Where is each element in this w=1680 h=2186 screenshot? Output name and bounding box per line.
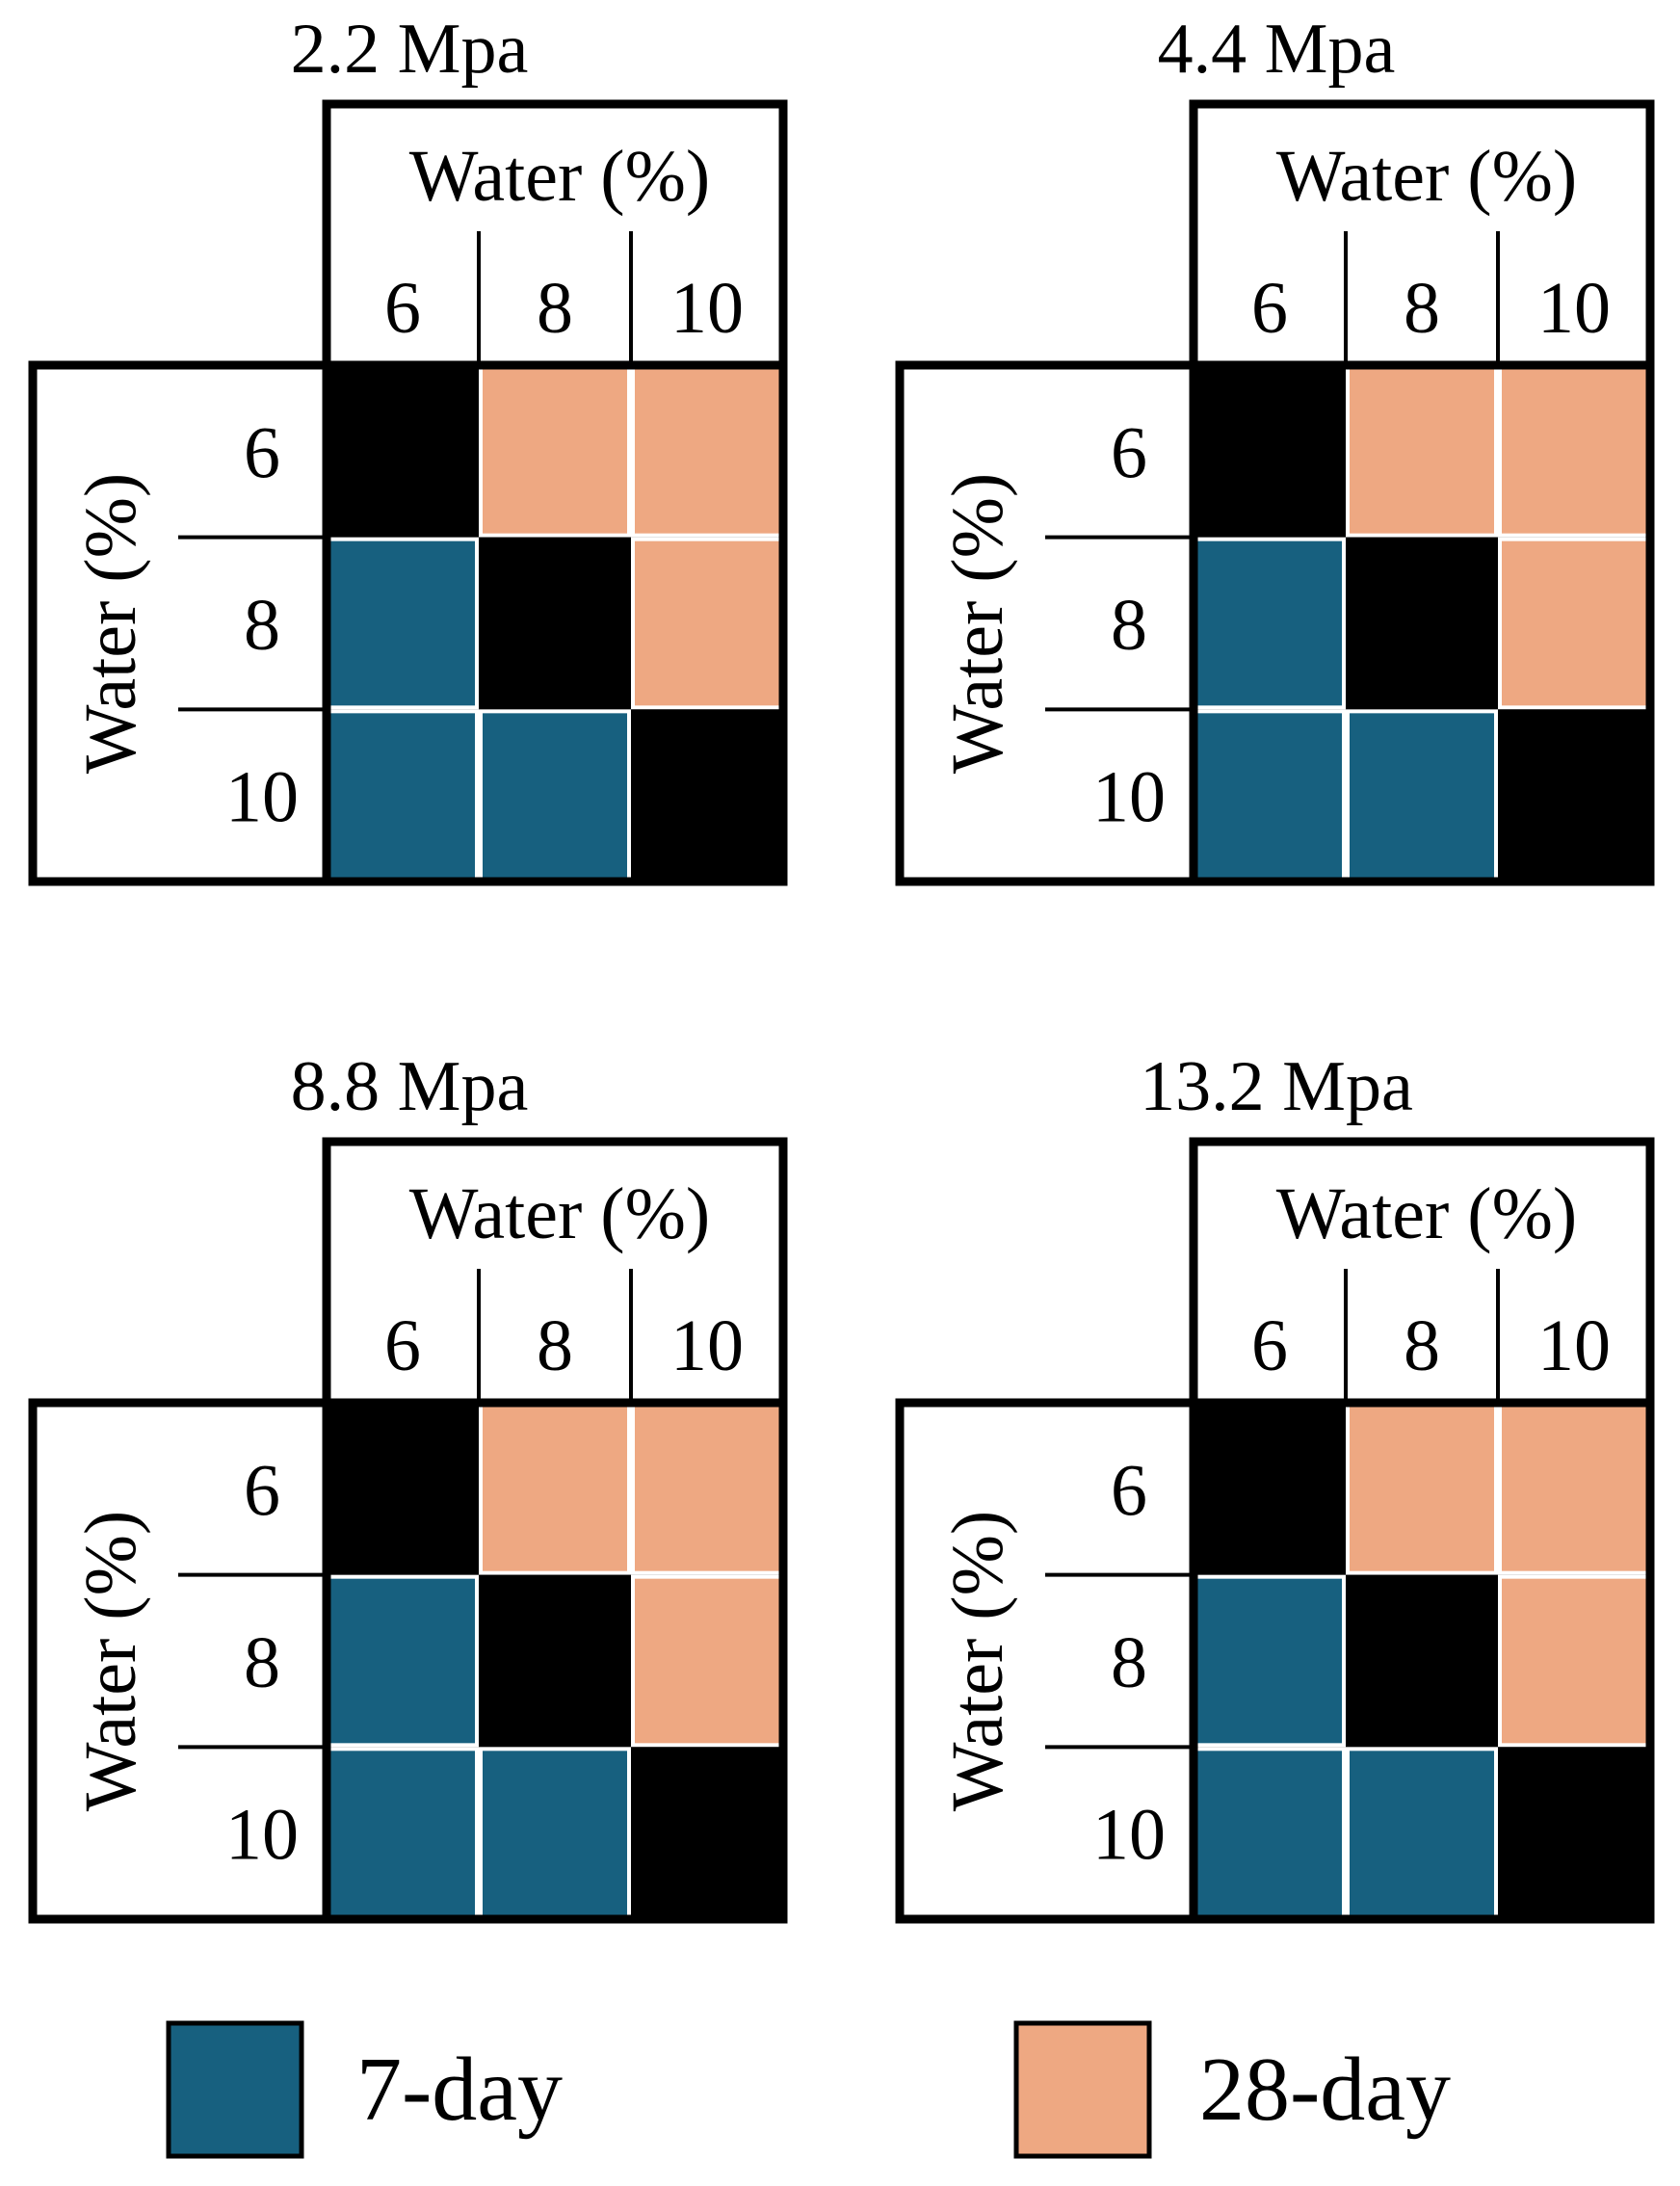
matrix-cell-28-day: [1502, 1578, 1646, 1744]
row-tick-label: 6: [1111, 1450, 1147, 1531]
matrix-cell-7-day: [1350, 1751, 1494, 1915]
row-tick-label: 8: [1111, 1622, 1147, 1703]
matrix-cell-28-day: [635, 1578, 779, 1744]
matrix-cell-7-day: [330, 1751, 475, 1915]
matrix-outline: [1189, 360, 1655, 886]
row-axis-label: Water (%): [70, 473, 151, 774]
column-tick-label: 8: [1404, 268, 1440, 349]
matrix-cell-diagonal: [327, 365, 479, 538]
column-tick-label: 6: [384, 1305, 421, 1386]
matrix-cell-diagonal: [479, 537, 631, 710]
column-tick-label: 8: [537, 1305, 573, 1386]
column-tick-label: 10: [1537, 1305, 1611, 1386]
panel-title: 13.2 Mpa: [1140, 1047, 1413, 1126]
row-tick-label: 6: [244, 412, 280, 493]
column-tick-label: 10: [1537, 268, 1611, 349]
row-tick-label: 10: [1092, 757, 1166, 838]
matrix-outline: [322, 1398, 788, 1924]
row-axis-label: Water (%): [937, 473, 1018, 774]
matrix-cell-diagonal: [1498, 1747, 1650, 1919]
matrix-cell-28-day: [1350, 369, 1494, 534]
panel-title: 4.4 Mpa: [1158, 10, 1396, 89]
column-tick-label: 8: [537, 268, 573, 349]
matrix-cell-7-day: [330, 713, 475, 878]
matrix-cell-diagonal: [1498, 709, 1650, 882]
matrix-cell-diagonal: [1194, 1403, 1346, 1575]
matrix-cell-28-day: [483, 369, 627, 534]
matrix-cell-28-day: [1502, 540, 1646, 706]
row-tick-label: 6: [244, 1450, 280, 1531]
row-tick-label: 10: [1092, 1795, 1166, 1876]
matrix-cell-7-day: [483, 1751, 627, 1915]
column-tick-label: 10: [670, 268, 744, 349]
row-tick-label: 8: [1111, 585, 1147, 666]
column-axis-label: Water (%): [409, 136, 710, 217]
matrix-cell-diagonal: [631, 709, 783, 882]
matrix-cell-28-day: [1502, 369, 1646, 534]
row-tick-label: 8: [244, 1622, 280, 1703]
matrix-cell-diagonal: [1346, 1574, 1498, 1748]
row-tick-label: 10: [225, 1795, 299, 1876]
legend-swatch-28-day: [1013, 2020, 1152, 2159]
matrix-outline: [322, 360, 788, 886]
row-tick-label: 6: [1111, 412, 1147, 493]
matrix-cell-diagonal: [631, 1747, 783, 1919]
matrix-cell-diagonal: [479, 1574, 631, 1748]
matrix-cell-7-day: [1197, 1751, 1342, 1915]
column-tick-label: 6: [384, 268, 421, 349]
matrix-cell-7-day: [330, 540, 475, 706]
legend-swatch-7-day: [166, 2020, 304, 2159]
matrix-cell-7-day: [1197, 713, 1342, 878]
matrix-cell-28-day: [1502, 1407, 1646, 1571]
matrix-outline: [1189, 1398, 1655, 1924]
column-axis-label: Water (%): [409, 1173, 710, 1254]
matrix-cell-7-day: [1197, 540, 1342, 706]
row-tick-label: 8: [244, 585, 280, 666]
column-tick-label: 10: [670, 1305, 744, 1386]
row-tick-label: 10: [225, 757, 299, 838]
column-axis-label: Water (%): [1276, 136, 1577, 217]
row-axis-label: Water (%): [937, 1511, 1018, 1811]
matrix-cell-28-day: [635, 369, 779, 534]
matrix-cell-28-day: [1350, 1407, 1494, 1571]
matrix-cell-7-day: [330, 1578, 475, 1744]
matrix-cell-7-day: [1197, 1578, 1342, 1744]
matrix-cell-diagonal: [327, 1403, 479, 1575]
matrix-cell-28-day: [635, 1407, 779, 1571]
row-axis-label: Water (%): [70, 1511, 151, 1811]
column-tick-label: 6: [1251, 1305, 1288, 1386]
column-axis-label: Water (%): [1276, 1173, 1577, 1254]
matrix-cell-7-day: [483, 713, 627, 878]
matrix-cell-7-day: [1350, 713, 1494, 878]
panel-title: 8.8 Mpa: [291, 1047, 529, 1126]
column-tick-label: 6: [1251, 268, 1288, 349]
matrix-cell-28-day: [483, 1407, 627, 1571]
panel-title: 2.2 Mpa: [291, 10, 529, 89]
legend-label-7-day: 7-day: [356, 2040, 563, 2140]
matrix-cell-28-day: [635, 540, 779, 706]
matrix-cell-diagonal: [1346, 537, 1498, 710]
column-tick-label: 8: [1404, 1305, 1440, 1386]
legend-label-28-day: 28-day: [1199, 2040, 1451, 2140]
legend: 7-day 28-day: [166, 2020, 1451, 2159]
matrix-cell-diagonal: [1194, 365, 1346, 538]
